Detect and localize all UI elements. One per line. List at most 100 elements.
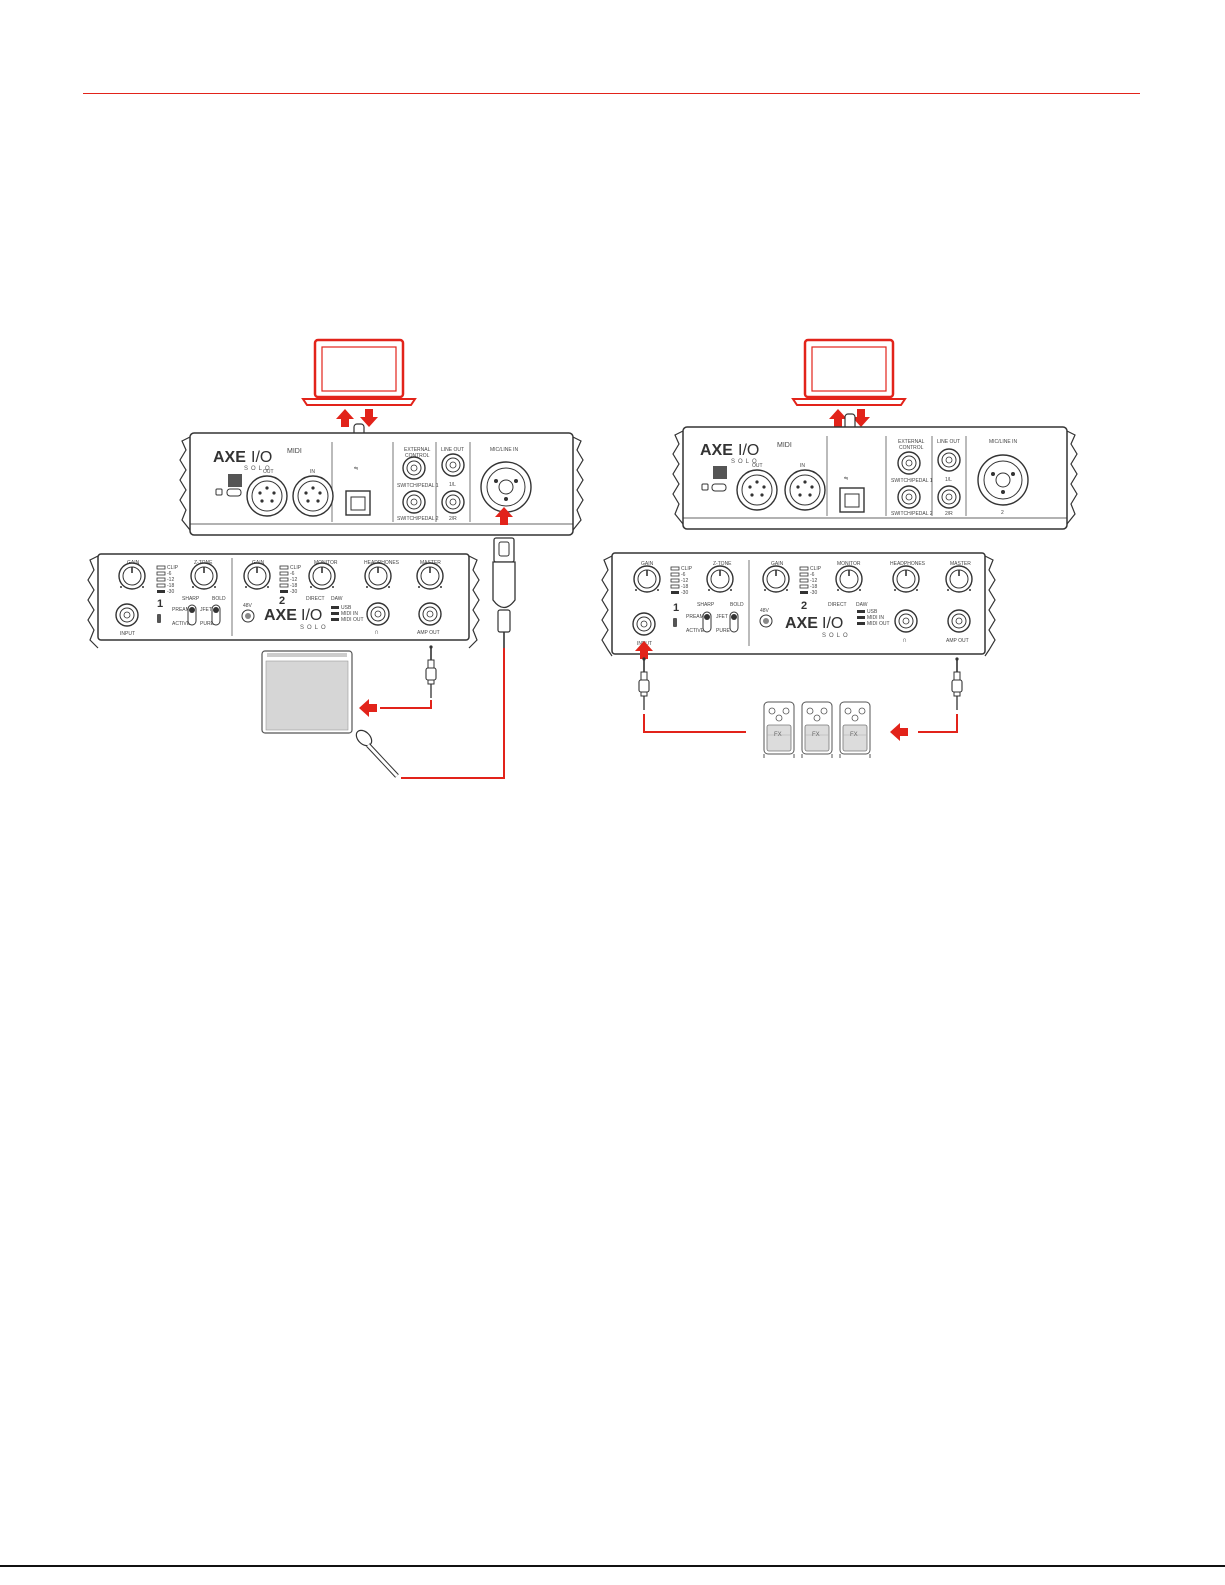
front-monitor-label-right: MONITOR xyxy=(837,561,861,567)
front-sharp-label-right: SHARP xyxy=(697,602,715,608)
front-bold-label: BOLD xyxy=(212,596,226,602)
monitor-knob-right xyxy=(835,565,863,593)
amp-out-jack xyxy=(418,602,442,626)
line-out-1l-jack-right xyxy=(937,448,961,472)
line-out-2r-jack xyxy=(441,490,465,514)
rear-brand-solo-right: SOLO xyxy=(731,459,760,465)
front-usb-led-label: USB xyxy=(341,605,352,611)
meter-2 xyxy=(279,565,289,593)
front-brand-solo-right: SOLO xyxy=(822,633,851,639)
rear-midi-out-label: OUT xyxy=(263,469,274,475)
fx-pedal-2-label: FX xyxy=(812,732,820,738)
midi-out-jack-right xyxy=(736,469,778,511)
rear-midi-label: MIDI xyxy=(287,448,302,455)
rear-panel-left: AXE I/O SOLO MIDI OUT IN ⇋ EXTERNAL CONT… xyxy=(179,432,584,536)
kensington-slot-icon xyxy=(226,488,242,497)
instrument-input-jack xyxy=(115,603,139,627)
fx-pedal-2: FX xyxy=(801,701,833,759)
rear-ext-control-label-2-right: CONTROL xyxy=(899,445,924,451)
front-meter2-level-2-right: -12 xyxy=(810,578,817,584)
lock-icon xyxy=(215,488,223,496)
front-midi-in-led-label-right: MIDI IN xyxy=(867,615,884,621)
lock-icon-right xyxy=(701,483,709,491)
switch-pedal-2-jack xyxy=(402,490,426,514)
fx-pedal-1-label: FX xyxy=(774,732,782,738)
amp-out-to-pedal-cable xyxy=(918,714,958,733)
usb-up-arrow-icon xyxy=(336,409,354,427)
front-amp-out-label: AMP OUT xyxy=(417,630,440,636)
front-meter2-level-2: -12 xyxy=(290,577,297,583)
front-pure-label: PURE xyxy=(200,621,215,627)
front-meter2-level-1-right: -6 xyxy=(810,572,815,578)
front-amp-out-label-right: AMP OUT xyxy=(946,638,969,644)
front-meter-level-4: -30 xyxy=(167,589,174,595)
rear-mic-line-in-label-right: MIC/LINE IN xyxy=(989,439,1017,445)
power-logo-icon xyxy=(228,474,242,487)
front-meter2-level-3-right: -18 xyxy=(810,584,817,590)
switch-pedal-1-jack xyxy=(402,456,426,480)
right-diagram: AXE I/O SOLO MIDI OUT IN ⇋ EXTERNAL CONT… xyxy=(601,338,1078,759)
rear-out-2r-label: 2/R xyxy=(449,516,457,522)
rear-brand-axe: AXE xyxy=(213,449,246,466)
front-daw-label-right: DAW xyxy=(856,602,868,608)
front-panel-right: GAIN CLIP -6 -12 -18 -30 Z-TONE SHARP BO… xyxy=(601,552,996,657)
rear-switch-pedal-1-label-right: SWITCH/PEDAL 1 xyxy=(891,478,933,484)
left-diagram: AXE I/O SOLO MIDI OUT IN ⇋ EXTERNAL CONT… xyxy=(87,338,584,779)
rear-brand-io-right: I/O xyxy=(738,442,759,459)
rear-midi-in-label: IN xyxy=(310,469,315,475)
front-meter2-clip-label-right: CLIP xyxy=(810,566,822,572)
rear-brand-solo: SOLO xyxy=(244,466,273,472)
usb-b-port-icon xyxy=(345,490,371,516)
laptop-icon-right xyxy=(791,338,907,407)
master-knob xyxy=(416,562,444,590)
instrument-input-jack-right xyxy=(632,612,656,636)
front-meter-clip-label-right: CLIP xyxy=(681,566,693,572)
front-direct-label-right: DIRECT xyxy=(828,602,847,608)
front-meter2-level-4: -30 xyxy=(290,589,297,595)
front-meter-level-2-right: -12 xyxy=(681,578,688,584)
front-channel-1-label-right: 1 xyxy=(673,602,679,614)
amp-input-arrow-icon xyxy=(359,699,377,717)
front-brand-axe-right: AXE xyxy=(785,615,818,632)
switch-pedal-1-jack-right xyxy=(897,451,921,475)
rear-out-2r-label-right: 2/R xyxy=(945,511,953,517)
front-meter-level-1: -6 xyxy=(167,571,172,577)
front-meter2-clip-label: CLIP xyxy=(290,565,302,571)
rear-ext-control-label-2: CONTROL xyxy=(405,453,430,459)
front-midi-out-led-label: MIDI OUT xyxy=(341,617,364,623)
front-brand-io: I/O xyxy=(301,607,322,624)
rear-ext-control-label-1: EXTERNAL xyxy=(404,447,431,453)
rear-mic-line-in-label: MIC/LINE IN xyxy=(490,447,518,453)
usb-b-port-icon-right xyxy=(839,487,865,513)
fx-pedal-3-label: FX xyxy=(850,732,858,738)
front-48v-label: 48V xyxy=(243,603,253,609)
front-panel-left: GAIN CLIP -6 -12 -18 -30 Z-TONE SHARP BO… xyxy=(87,553,480,649)
front-meter2-level-4-right: -30 xyxy=(810,590,817,596)
amp-out-jack-right xyxy=(947,609,971,633)
line-out-1l-jack xyxy=(441,453,465,477)
front-meter-level-3-right: -18 xyxy=(681,584,688,590)
master-knob-right xyxy=(945,565,973,593)
usb-symbol-label: ⇋ xyxy=(354,466,358,472)
headphones-knob xyxy=(364,562,392,590)
rear-panel-right: AXE I/O SOLO MIDI OUT IN ⇋ EXTERNAL CONT… xyxy=(672,426,1078,530)
front-midi-out-led-label-right: MIDI OUT xyxy=(867,621,890,627)
front-brand-axe: AXE xyxy=(264,607,297,624)
rear-line-out-label-right: LINE OUT xyxy=(937,439,960,445)
front-jfet-label: JFET xyxy=(200,607,212,613)
pedal-to-input-cable xyxy=(643,714,746,733)
usb-up-arrow-icon-right xyxy=(829,409,847,427)
front-channel-1-label: 1 xyxy=(157,598,163,610)
front-meter2-level-1: -6 xyxy=(290,571,295,577)
front-jfet-label-right: JFET xyxy=(716,614,728,620)
front-master-label-right: MASTER xyxy=(950,561,971,567)
front-gain-label-right: GAIN xyxy=(641,561,654,567)
monitor-knob xyxy=(308,562,336,590)
switch-pedal-2-jack-right xyxy=(897,485,921,509)
rear-brand-io: I/O xyxy=(251,449,272,466)
ztone-knob-right xyxy=(706,565,734,593)
front-sharp-label: SHARP xyxy=(182,596,200,602)
rear-switch-pedal-2-label: SWITCH/PEDAL 2 xyxy=(397,516,439,522)
front-channel-2-label-right: 2 xyxy=(801,600,807,612)
meter-2-right xyxy=(799,566,809,594)
